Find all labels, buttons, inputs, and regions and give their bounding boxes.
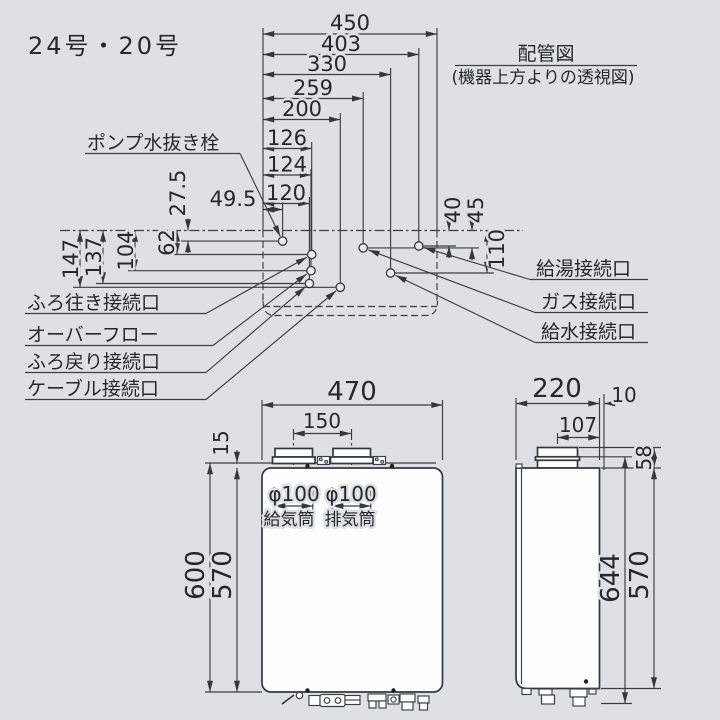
front-bottom-fittings xyxy=(281,691,430,711)
port-cold-water xyxy=(385,268,396,278)
port-cable xyxy=(335,282,346,293)
dim-wall-gap: 10 xyxy=(611,383,636,407)
label-bath-out: ふろ往き接続口 xyxy=(27,292,160,314)
dim-27-5: 27.5 xyxy=(166,170,190,217)
callout-bath-return: ふろ戻り接続口 xyxy=(25,286,306,376)
dim-110: 110 xyxy=(485,229,509,269)
dim-width-chain: 450 403 330 259 200 126 124 120 49.5 xyxy=(207,9,437,214)
port-gas xyxy=(358,243,369,253)
dim-exhaust-dia: φ100 xyxy=(325,482,376,506)
callout-cable: ケーブル接続口 xyxy=(25,290,337,403)
exhaust-pipe xyxy=(329,447,374,465)
side-view: 220 10 107 58 570 644 xyxy=(515,372,661,707)
dim-side-body-height: 570 xyxy=(625,550,655,600)
dim-49-5: 49.5 xyxy=(210,187,257,211)
label-cable: ケーブル接続口 xyxy=(27,377,159,400)
dim-147: 147 xyxy=(59,239,83,279)
dim-pipe-pitch: 150 xyxy=(303,409,341,433)
callout-gas: ガス接続口 xyxy=(368,249,648,316)
dim-45: 45 xyxy=(464,197,488,224)
side-flue-pipe xyxy=(534,446,581,469)
dim-137: 137 xyxy=(82,237,106,277)
port-pump-drain xyxy=(277,236,288,246)
mounting-bracket xyxy=(316,455,387,466)
callout-hot-water: 給湯接続口 xyxy=(423,247,648,283)
dim-40: 40 xyxy=(441,197,465,224)
callout-bath-out: ふろ往き接続口 xyxy=(25,256,308,317)
dim-front-total-height: 600 xyxy=(181,550,211,600)
page-title: 24号・20号 xyxy=(28,32,182,60)
front-cover-outline xyxy=(262,300,439,317)
side-cabinet xyxy=(515,467,601,690)
label-gas: ガス接続口 xyxy=(541,291,636,313)
port-hot-water xyxy=(413,241,424,251)
label-hot-water: 給湯接続口 xyxy=(536,258,631,280)
dim-259: 259 xyxy=(293,76,333,100)
label-intake: 給気筒 xyxy=(264,510,315,530)
dim-403: 403 xyxy=(321,32,361,56)
dim-front-body-height: 570 xyxy=(208,550,238,600)
front-cabinet xyxy=(261,467,444,693)
dim-330: 330 xyxy=(307,52,347,76)
diagram-subtitle: (機器上方よりの透視図) xyxy=(452,68,635,88)
diagram-title-block: 配管図 (機器上方よりの透視図) xyxy=(449,41,637,91)
port-bath-out xyxy=(306,249,317,260)
label-overflow: オーバーフロー xyxy=(27,324,159,346)
label-bath-return: ふろ戻り接続口 xyxy=(27,351,160,373)
callout-overflow: オーバーフロー xyxy=(25,273,307,349)
dim-124: 124 xyxy=(267,153,307,177)
callout-cold-water: 給水接続口 xyxy=(395,274,648,346)
dim-450: 450 xyxy=(330,11,370,35)
dim-126: 126 xyxy=(267,126,307,150)
dim-front-width: 470 xyxy=(327,377,377,407)
dim-intake-dia: φ100 xyxy=(268,482,319,506)
dim-200: 200 xyxy=(282,97,322,121)
dim-flue-height: 58 xyxy=(632,445,656,470)
label-cold-water: 給水接続口 xyxy=(541,321,636,343)
dim-120: 120 xyxy=(266,181,306,205)
dim-flue-diameters: φ100 φ100 給気筒 排気筒 xyxy=(261,480,379,533)
dim-104: 104 xyxy=(114,230,138,270)
label-exhaust: 排気筒 xyxy=(325,510,376,530)
dim-62: 62 xyxy=(155,229,179,256)
diagram-title: 配管図 xyxy=(517,43,574,65)
dim-top-gap: 15 xyxy=(209,430,233,455)
label-pump-drain: ポンプ水抜き栓 xyxy=(87,132,219,154)
dim-side-total-height: 644 xyxy=(596,553,626,603)
dim-left-depths: 147 137 104 62 27.5 xyxy=(57,167,337,288)
dim-flue-offset: 107 xyxy=(559,413,597,437)
intake-pipe xyxy=(271,447,316,465)
port-overflow xyxy=(306,265,316,276)
callout-pump-drain: ポンプ水抜き栓 xyxy=(85,130,281,237)
top-view: 450 403 330 259 200 126 124 120 49.5 147… xyxy=(25,9,648,403)
front-view: 470 150 15 xyxy=(179,375,444,711)
side-bottom-fittings xyxy=(521,687,597,707)
dim-right-offsets: 40 45 110 xyxy=(367,194,512,274)
dim-depth: 220 xyxy=(532,374,582,404)
port-bath-return xyxy=(304,278,315,289)
